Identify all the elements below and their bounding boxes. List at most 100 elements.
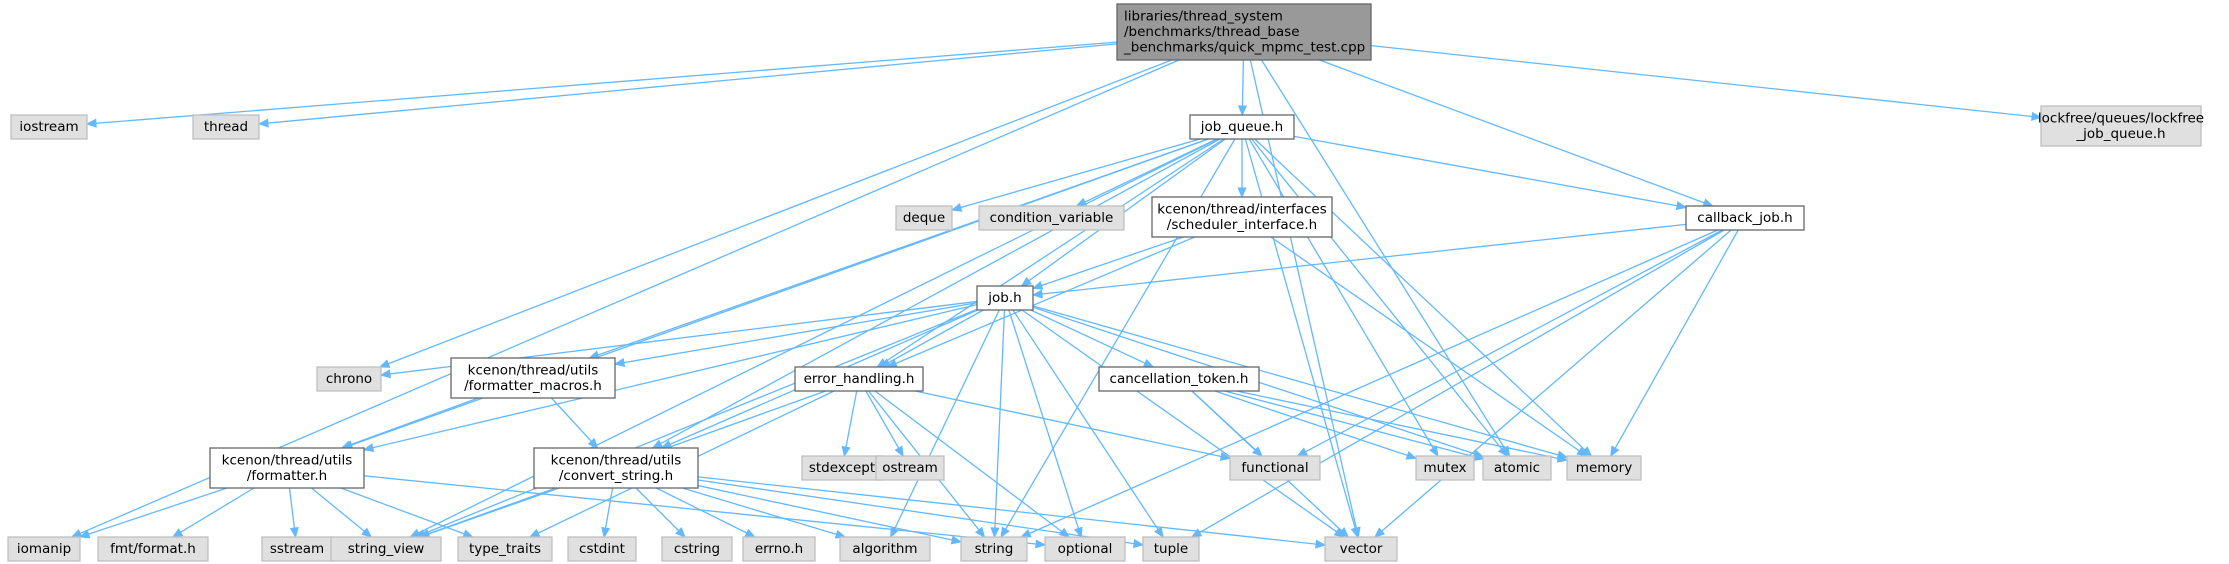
edge-arrowhead (950, 202, 963, 212)
edge-root-to-job_queue_h (1237, 59, 1248, 117)
edge-job_h-to-tuple (1012, 309, 1164, 539)
edge-line (1199, 229, 1725, 534)
edge-line (655, 487, 748, 534)
edge-arrowhead (1338, 527, 1350, 538)
node-formatter-h[interactable]: kcenon/thread/utils/formatter.h (209, 447, 365, 489)
edge-arrowhead (1031, 289, 1043, 299)
edge-line (423, 308, 978, 535)
edge-arrowhead (1350, 526, 1360, 539)
node-label: chrono (326, 371, 372, 387)
edge-job_h-to-string (990, 309, 1006, 539)
edge-arrowhead (1020, 276, 1033, 287)
edge-root-to-chrono (378, 59, 1173, 368)
node-box (1151, 196, 1333, 238)
node-job-h[interactable]: job.h (976, 285, 1034, 311)
edge-line (960, 138, 1201, 209)
edge-scheduler_interface_h-to-error_handling_h (886, 236, 1195, 368)
edge-line (1260, 59, 1506, 449)
edge-line (994, 309, 1006, 529)
edge-job_queue_h-to-callback_job_h (1293, 135, 1688, 211)
node-atomic: atomic (1482, 455, 1552, 481)
edge-line (865, 390, 900, 449)
edge-line (550, 397, 592, 442)
node-iostream: iostream (10, 114, 88, 140)
node-label: condition_variable (990, 210, 1114, 226)
edge-arrowhead (2031, 111, 2043, 121)
edge-arrowhead (362, 443, 375, 453)
edge-line (1614, 229, 1739, 449)
edge-error_handling_h-to-functional (914, 390, 1232, 461)
node-cancellation-token-h[interactable]: cancellation_token.h (1098, 366, 1260, 392)
edge-formatter_h-to-iomanip (78, 487, 228, 539)
edge-arrowhead (974, 526, 986, 539)
node-box (533, 447, 699, 489)
edge-line (1251, 138, 1503, 450)
edge-arrowhead (1576, 446, 1588, 457)
node-label: string_view (348, 541, 425, 557)
edge-line (1021, 309, 1337, 533)
node-box (7, 536, 81, 562)
node-box (794, 366, 924, 392)
edge-job_queue_h-to-scheduler_interface_h (1237, 139, 1247, 199)
node-condition-variable: condition_variable (978, 205, 1125, 231)
node-box (209, 447, 365, 489)
node-label: error_handling.h (804, 371, 915, 387)
edge-line (682, 487, 837, 536)
edge-arrowhead (70, 529, 83, 538)
node-sstream: sstream (261, 536, 333, 562)
edge-line (311, 487, 365, 532)
edge-cancellation_token_h-to-memory (1236, 390, 1569, 463)
edge-arrowhead (1429, 445, 1439, 458)
node-label: tuple (1154, 541, 1188, 557)
node-label: cstdint (579, 541, 625, 557)
node-label: fmt/format.h (110, 541, 196, 557)
node-mutex: mutex (1415, 455, 1475, 481)
edge-arrowhead (378, 359, 391, 368)
edge-line (1381, 229, 1732, 532)
node-box (960, 536, 1028, 562)
node-root: libraries/thread_system/benchmarks/threa… (1116, 3, 1372, 61)
node-stdexcept: stdexcept (801, 455, 883, 481)
node-callback-job-h[interactable]: callback_job.h (1685, 205, 1805, 231)
edge-callback_job_h-to-vector (1373, 229, 1732, 538)
edge-convert_string_h-to-cstdint (601, 487, 614, 539)
edge-line (88, 487, 228, 535)
node-algorithm: algorithm (839, 536, 931, 562)
node-ostream: ostream (875, 455, 945, 481)
node-label: sstream (270, 541, 324, 557)
edge-job_queue_h-to-mutex (1248, 138, 1439, 458)
edge-job_queue_h-to-job_h (1020, 138, 1226, 287)
edge-line (1041, 236, 1184, 287)
edge-convert_string_h-to-cstring (635, 487, 686, 538)
node-error-handling-h[interactable]: error_handling.h (794, 366, 924, 392)
edge-line (660, 138, 1221, 445)
edge-line (388, 59, 1173, 365)
edge-line (349, 397, 479, 446)
edge-arrowhead (257, 118, 269, 128)
edge-arrowhead (601, 526, 611, 539)
node-label: _benchmarks/quick_mpmc_test.cpp (1123, 40, 1365, 56)
edge-callback_job_h-to-functional (1296, 229, 1723, 457)
node-iomanip: iomanip (7, 536, 81, 562)
edge-job_h-to-formatter_h (362, 303, 978, 453)
edge-line (1293, 135, 1678, 207)
edge-convert_string_h-to-string_view (418, 487, 560, 539)
edge-root-to-atomic (1260, 59, 1511, 458)
node-box (97, 536, 209, 562)
node-job-queue-h[interactable]: job_queue.h (1189, 114, 1295, 140)
node-convert-string-h[interactable]: kcenon/thread/utils/convert_string.h (533, 447, 699, 489)
node-label: thread (204, 119, 248, 135)
node-label: iomanip (17, 541, 71, 557)
edge-line (914, 390, 1222, 458)
edge-job_h-to-algorithm (890, 309, 1000, 539)
node-label: deque (903, 210, 945, 226)
edge-arrowhead (361, 527, 373, 538)
edge-line (1254, 138, 1586, 451)
edge-arrowhead (675, 527, 686, 538)
edge-arrowhead (950, 535, 963, 545)
edge-arrowhead (85, 118, 97, 128)
node-label: cancellation_token.h (1110, 371, 1249, 387)
node-box (1685, 205, 1805, 231)
node-scheduler-interface-h[interactable]: kcenon/thread/interfaces/scheduler_inter… (1151, 196, 1333, 238)
node-formatter-macros-h[interactable]: kcenon/thread/utils/formatter_macros.h (450, 357, 616, 399)
